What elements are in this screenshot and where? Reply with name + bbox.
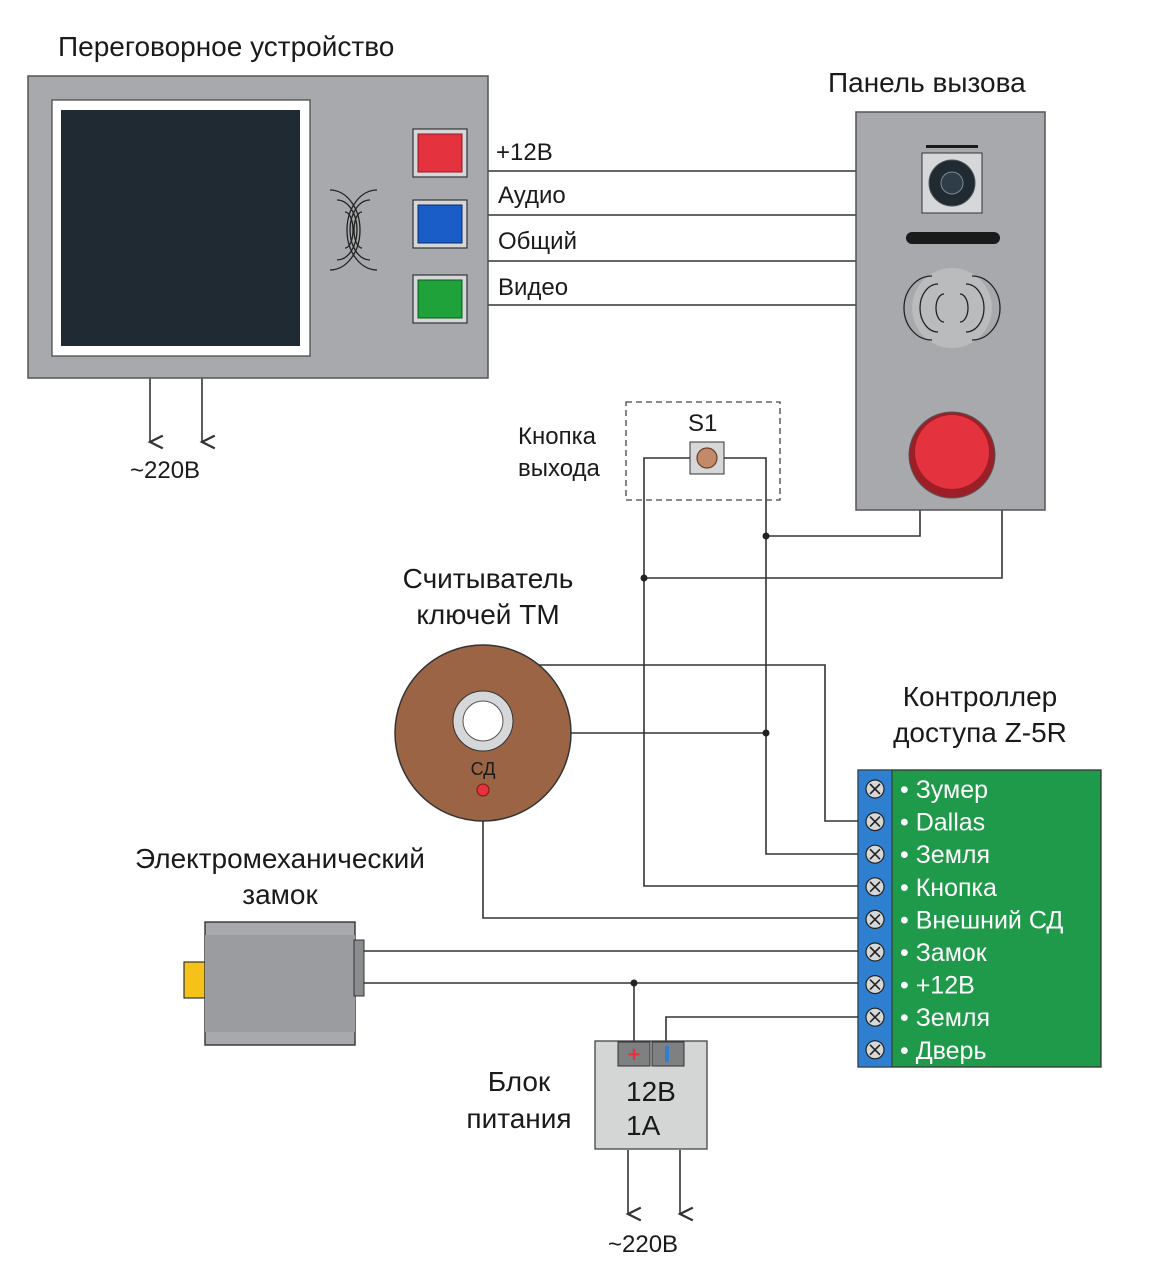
call-panel-title: Панель вызова	[828, 67, 1026, 98]
controller-terminal-label: • Кнопка	[900, 874, 997, 902]
psu-voltage: 12В	[626, 1076, 676, 1107]
controller-terminal-label: • Dallas	[900, 809, 985, 837]
lock-title-1: Электромеханический	[135, 843, 425, 874]
junction-dot	[762, 532, 770, 540]
wire-label-video: Видео	[498, 274, 568, 301]
wire-ground-to-controller	[724, 457, 860, 855]
exit-button[interactable]	[696, 447, 718, 469]
reader-led-label: СД	[471, 759, 496, 779]
psu-minus-icon	[665, 1046, 669, 1062]
controller-terminal-label: • Земля	[900, 1004, 990, 1032]
reader-contact[interactable]	[462, 700, 504, 742]
controller-terminal-label: • Зумер	[900, 776, 988, 804]
wire-label-audio: Аудио	[498, 182, 566, 209]
controller-terminal-label: • +12В	[900, 972, 975, 1000]
s1-label: S1	[688, 410, 717, 437]
red-button[interactable]	[417, 133, 463, 173]
controller-terminal-label: • Земля	[900, 841, 990, 869]
screw-slot	[869, 816, 881, 828]
intercom-device	[27, 75, 489, 379]
lock-bolt	[183, 961, 209, 999]
reader-title-2: ключей ТМ	[416, 599, 559, 630]
power-supply: +	[594, 1040, 708, 1150]
green-button[interactable]	[417, 279, 463, 319]
controller-terminal-label: • Внешний СД	[900, 906, 1063, 934]
controller-terminal: • Кнопка	[865, 874, 997, 902]
psu-plus-terminal	[617, 1041, 651, 1067]
key-reader	[394, 644, 572, 822]
wire-panel-button-a	[766, 510, 921, 537]
speaker-icon	[329, 189, 378, 271]
controller-body	[857, 769, 1102, 1068]
lock-connector	[353, 939, 365, 997]
exit-button-label-2: выхода	[518, 455, 601, 482]
psu-title-2: питания	[466, 1103, 571, 1134]
controller-terminal: • Замок	[865, 939, 988, 967]
camera-lens	[940, 171, 964, 195]
call-panel	[855, 111, 1046, 511]
psu-plus-label: +	[628, 1042, 641, 1067]
intercom-title: Переговорное устройство	[58, 31, 394, 62]
screw-slot	[869, 1011, 881, 1023]
controller-terminal: • Земля	[865, 1004, 990, 1032]
blue-button[interactable]	[417, 204, 463, 244]
wires	[362, 170, 1003, 1042]
microphone-icon	[903, 275, 1001, 341]
wire-button-to-controller	[643, 457, 860, 887]
labels: Переговорное устройство Панель вызова +1…	[58, 31, 1067, 1258]
controller-terminal: • Внешний СД	[865, 906, 1063, 934]
junction-dot	[630, 979, 638, 987]
wire-panel-button-b	[644, 510, 1003, 579]
screw-slot	[869, 1044, 881, 1056]
controller-terminal: • Земля	[865, 841, 990, 869]
terminals: • Зумер • Dallas • Земля • Кнопка • Внешний …	[865, 776, 1063, 1065]
controller-terminal: • Dallas	[865, 809, 985, 837]
controller-terminal-label: • Замок	[900, 939, 988, 967]
wire-psu-minus	[665, 1016, 860, 1042]
wire-external-led	[482, 812, 860, 919]
reader-led-icon	[476, 783, 490, 797]
controller-title-1: Контроллер	[903, 681, 1058, 712]
electromechanical-lock	[183, 921, 365, 1046]
junction-dot	[640, 574, 648, 582]
screw-slot	[869, 783, 881, 795]
exit-button-group	[625, 401, 781, 501]
mains-arrows	[147, 378, 694, 1222]
exit-button-label-1: Кнопка	[518, 423, 597, 450]
controller-title-2: доступа Z-5R	[893, 717, 1067, 748]
controller-terminal: • Зумер	[865, 776, 988, 804]
controller-z5r: • Зумер • Dallas • Земля • Кнопка • Внешний …	[857, 769, 1102, 1068]
reader-title-1: Считыватель	[403, 563, 574, 594]
screw-slot	[869, 946, 881, 958]
lock-body-inner	[205, 935, 355, 1032]
mains-label-bottom: ~220В	[608, 1231, 678, 1258]
screw-slot	[869, 848, 881, 860]
exit-button-dashed-box	[625, 401, 781, 501]
junction-dot	[762, 729, 770, 737]
screw-slot	[869, 881, 881, 893]
call-button[interactable]	[915, 415, 989, 489]
lock-title-2: замок	[242, 879, 318, 910]
microphone-area	[912, 268, 992, 348]
psu-title-1: Блок	[488, 1066, 551, 1097]
screw-slot	[869, 979, 881, 991]
psu-current: 1А	[626, 1110, 661, 1141]
camera-visor	[926, 145, 978, 148]
controller-terminal: • +12В	[865, 972, 975, 1000]
psu-body	[594, 1040, 708, 1150]
wire-label-12v: +12В	[496, 139, 553, 166]
controller-terminal: • Дверь	[865, 1037, 986, 1065]
speaker-slot	[906, 232, 1000, 244]
screw-slot	[869, 913, 881, 925]
screen	[61, 110, 300, 346]
wire-label-common: Общий	[498, 228, 577, 255]
mains-label-top: ~220В	[130, 457, 200, 484]
controller-terminal-label: • Дверь	[900, 1037, 986, 1065]
